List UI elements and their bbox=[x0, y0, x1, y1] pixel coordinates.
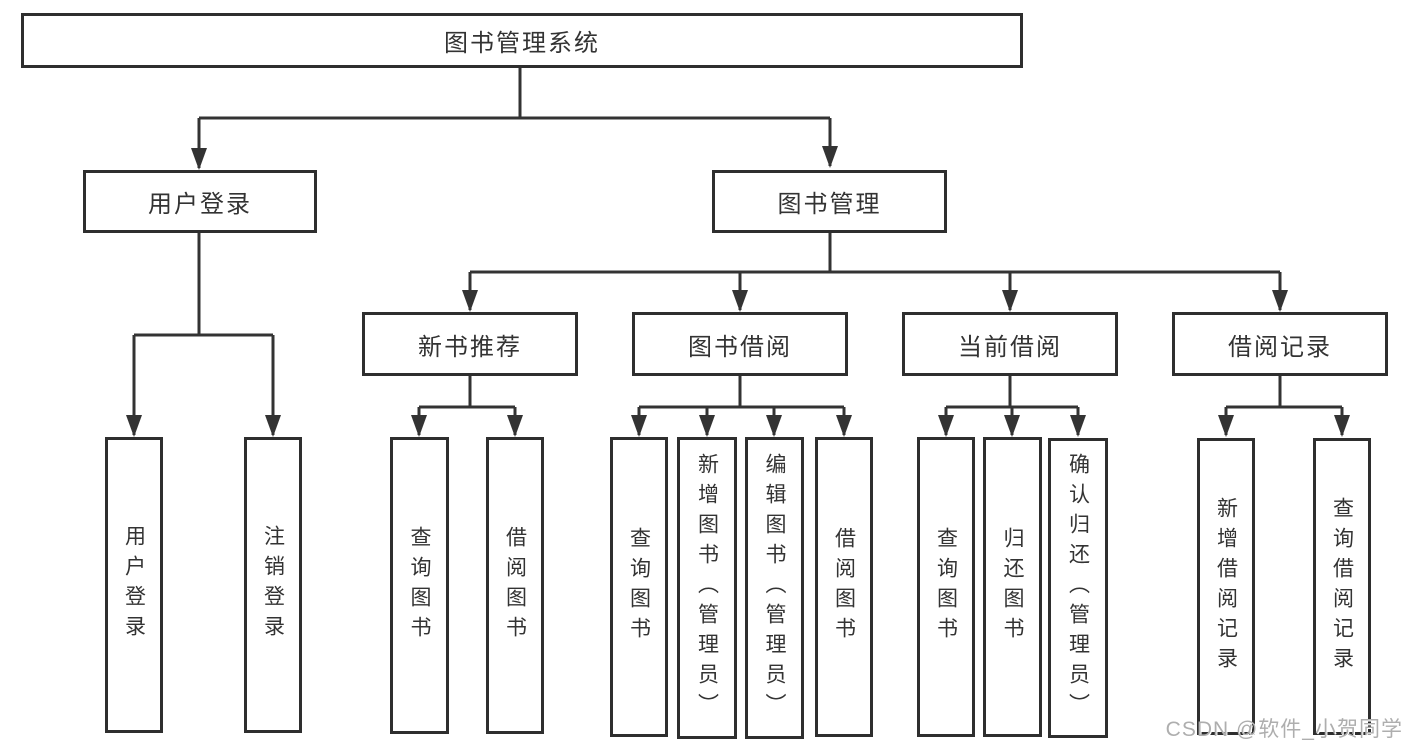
leaf-query-books-recommend-label: 查询图书 bbox=[408, 525, 431, 646]
leaf-query-books-recommend: 查询图书 bbox=[390, 437, 449, 734]
leaf-borrow-books-recommend: 借阅图书 bbox=[486, 437, 544, 734]
node-current-borrowing: 当前借阅 bbox=[902, 312, 1118, 376]
leaf-user-login: 用户登录 bbox=[105, 437, 163, 733]
leaf-edit-book-admin: 编辑图书（管理员） bbox=[745, 437, 804, 739]
leaf-borrow-books-recommend-label: 借阅图书 bbox=[503, 525, 527, 646]
node-borrowing-records: 借阅记录 bbox=[1172, 312, 1388, 376]
node-book-management: 图书管理 bbox=[712, 170, 947, 233]
leaf-add-borrow-record-label: 新增借阅记录 bbox=[1214, 496, 1238, 677]
leaf-query-books-borrowing-label: 查询图书 bbox=[627, 527, 651, 647]
leaf-add-borrow-record: 新增借阅记录 bbox=[1197, 438, 1255, 735]
connector-paths bbox=[132, 68, 1344, 435]
node-borrowing-records-label: 借阅记录 bbox=[1228, 333, 1332, 361]
node-new-book-recommend: 新书推荐 bbox=[362, 312, 578, 376]
leaf-query-borrow-record: 查询借阅记录 bbox=[1313, 438, 1371, 735]
node-new-book-recommend-label: 新书推荐 bbox=[418, 333, 522, 361]
leaf-borrow-books-borrowing-label: 借阅图书 bbox=[832, 527, 856, 647]
leaf-confirm-return-admin: 确认归还（管理员） bbox=[1048, 438, 1108, 738]
leaf-user-login-label: 用户登录 bbox=[122, 525, 146, 645]
leaf-query-books-borrowing: 查询图书 bbox=[610, 437, 668, 737]
node-book-borrowing: 图书借阅 bbox=[632, 312, 848, 376]
leaf-query-books-current: 查询图书 bbox=[917, 437, 975, 737]
node-book-management-label: 图书管理 bbox=[777, 191, 882, 218]
leaf-confirm-return-admin-label: 确认归还（管理员） bbox=[1066, 453, 1090, 723]
leaf-edit-book-admin-label: 编辑图书（管理员） bbox=[763, 453, 786, 723]
leaf-borrow-books-borrowing: 借阅图书 bbox=[815, 437, 873, 737]
leaf-return-books-label: 归还图书 bbox=[1001, 527, 1024, 647]
node-user-login-label: 用户登录 bbox=[148, 191, 252, 218]
arrowhead-icons bbox=[126, 146, 1350, 437]
leaf-logout-label: 注销登录 bbox=[261, 525, 285, 645]
node-user-login: 用户登录 bbox=[83, 170, 317, 233]
csdn-watermark-text: CSDN @软件_小贺同学 bbox=[1165, 718, 1403, 741]
leaf-add-book-admin-label: 新增图书（管理员） bbox=[695, 453, 719, 723]
leaf-query-borrow-record-label: 查询借阅记录 bbox=[1330, 496, 1354, 677]
csdn-watermark: CSDN @软件_小贺同学 bbox=[1166, 713, 1403, 743]
node-current-borrowing-label: 当前借阅 bbox=[958, 333, 1062, 361]
leaf-query-books-current-label: 查询图书 bbox=[934, 527, 958, 647]
leaf-add-book-admin: 新增图书（管理员） bbox=[677, 437, 737, 739]
node-root-system: 图书管理系统 bbox=[21, 13, 1023, 68]
leaf-logout: 注销登录 bbox=[244, 437, 302, 733]
leaf-return-books: 归还图书 bbox=[983, 437, 1042, 737]
node-root-label: 图书管理系统 bbox=[444, 30, 600, 57]
node-book-borrowing-label: 图书借阅 bbox=[688, 333, 792, 361]
